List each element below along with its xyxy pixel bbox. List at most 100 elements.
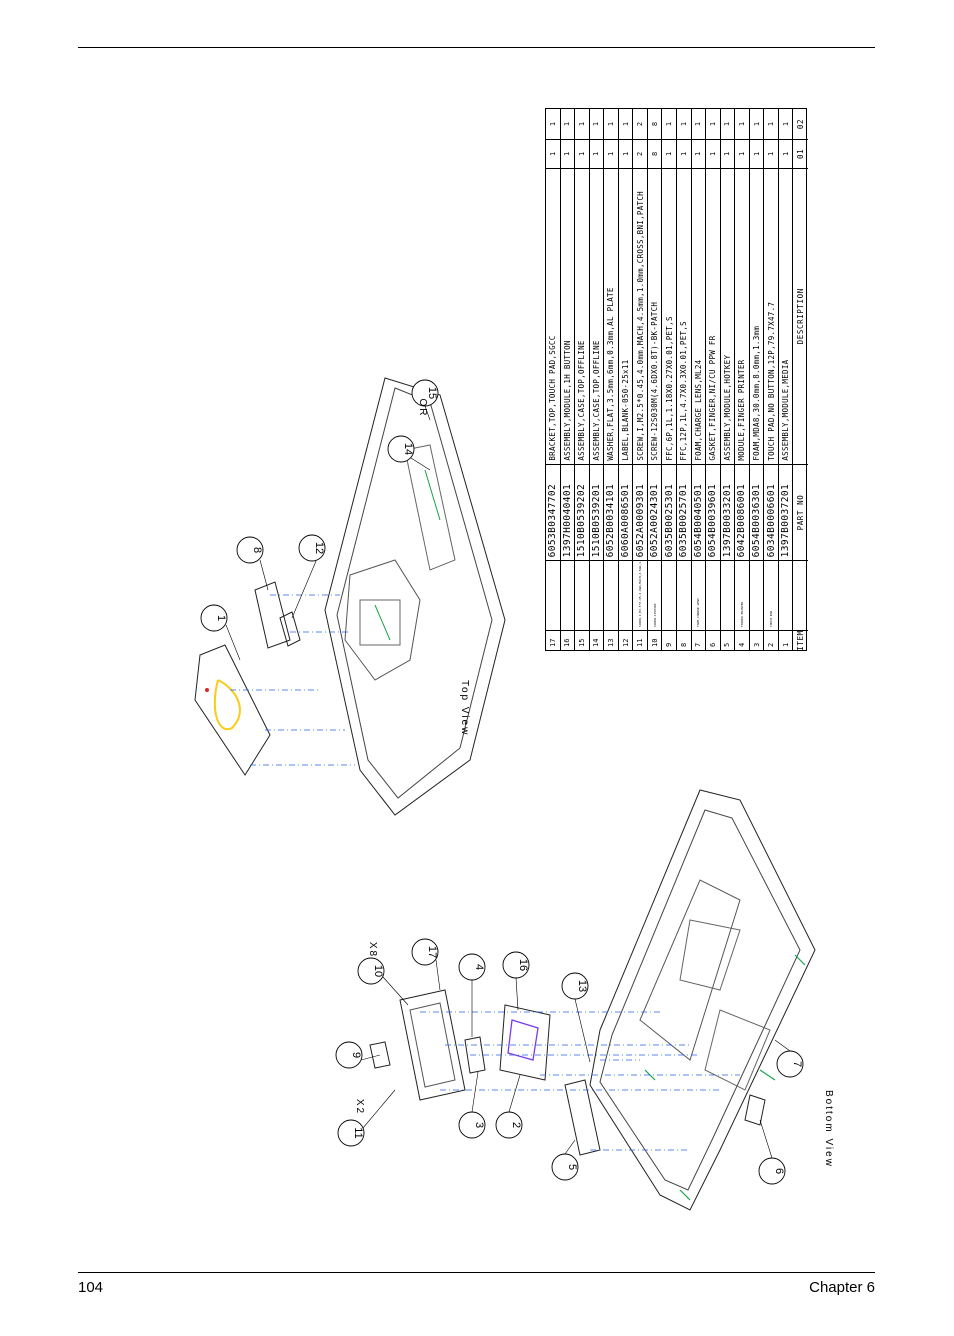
quantity-02: 1 bbox=[708, 121, 717, 127]
callout-6: 6 bbox=[773, 1168, 785, 1174]
part-description: ASSEMBLY,MODULE,1H BUTTON bbox=[560, 167, 575, 464]
quantity-01: 1 bbox=[546, 138, 560, 168]
part-description: TOUCH PAD,NO BUTTON,12P,79.7X47.7 bbox=[764, 167, 778, 464]
quantity-01: 1 bbox=[604, 138, 618, 168]
header-note bbox=[793, 560, 808, 631]
item-number: 2 bbox=[764, 630, 778, 650]
part-number: 1510B0539201 bbox=[589, 463, 604, 561]
header-q1: 01 bbox=[793, 138, 808, 168]
item-number: 16 bbox=[560, 630, 575, 650]
callout-2: 2 bbox=[510, 1122, 522, 1128]
quantity-02: 1 bbox=[548, 121, 557, 127]
callout-13: 13 bbox=[576, 980, 588, 992]
bottom-case-outline bbox=[589, 789, 816, 1211]
item-number: 11 bbox=[633, 630, 647, 650]
part-description: BRACKET,TOP,TOUCH PAD,SGCC bbox=[546, 167, 560, 464]
item-note bbox=[604, 560, 618, 631]
quantity-01: 8 bbox=[647, 138, 662, 168]
callout-7: 7 bbox=[791, 1061, 803, 1067]
x2-label: X2 bbox=[354, 1099, 365, 1115]
quantity-01: 1 bbox=[720, 138, 735, 168]
item-note bbox=[720, 560, 735, 631]
callout-17: 17 bbox=[426, 946, 438, 958]
part-description: FFC,6P,1L,1.18X0.27X0.01,PET,S bbox=[662, 167, 676, 464]
item-number: 4 bbox=[735, 630, 749, 650]
item-number: 13 bbox=[604, 630, 618, 650]
callout-12: 12 bbox=[313, 542, 325, 554]
item-note bbox=[749, 560, 764, 631]
quantity-01: 1 bbox=[677, 138, 691, 168]
part-description: ASSEMBLY,CASE,TOP,OFFLINE bbox=[589, 167, 604, 464]
callout-11: 11 bbox=[352, 1127, 364, 1138]
quantity-01: 1 bbox=[706, 138, 720, 168]
item-number: 14 bbox=[589, 630, 604, 650]
part-number: 6053B0347702 bbox=[546, 463, 560, 561]
quantity-02: 1 bbox=[694, 121, 703, 127]
quantity-01: 1 bbox=[735, 138, 749, 168]
top-view-label: Top View bbox=[459, 680, 470, 736]
item-number: 6 bbox=[706, 630, 720, 650]
part-number: 1397H0040401 bbox=[560, 463, 575, 561]
part-description: MODULE,FINGER PRINTER bbox=[735, 167, 749, 464]
touch-pad-cover bbox=[194, 644, 271, 776]
quantity-01: 1 bbox=[589, 138, 604, 168]
callout-4: 4 bbox=[473, 964, 485, 970]
hotkey-module-5 bbox=[564, 1079, 601, 1156]
or-label: OR bbox=[417, 399, 428, 418]
quantity-01: 1 bbox=[662, 138, 676, 168]
item-number: 3 bbox=[749, 630, 764, 650]
part-description: ASSEMBLY,CASE,TOP,OFFLINE bbox=[575, 167, 589, 464]
top-case-outline bbox=[324, 377, 506, 816]
item-number: 10 bbox=[647, 630, 662, 650]
part-description: FOAM,MDA8,30.0mm,8.0mm,1.3mm bbox=[749, 167, 764, 464]
x8-label: X8 bbox=[367, 942, 378, 958]
quantity-01: 1 bbox=[691, 138, 706, 168]
quantity-01: 1 bbox=[575, 138, 589, 168]
callout-8: 8 bbox=[251, 547, 263, 553]
part-number: 6035B0025701 bbox=[677, 463, 691, 561]
part-description: ASSEMBLY,MODULE,HOTKEY bbox=[720, 167, 735, 464]
part-number: 1397B0033201 bbox=[720, 463, 735, 561]
quantity-01: 1 bbox=[560, 138, 575, 168]
bottom-view-label: Bottom View bbox=[823, 1090, 834, 1168]
part-description: SCREW,I,M2.5*0.45,4.0mm,MACH,4.5mm,1.0mm… bbox=[633, 167, 647, 464]
part-number: 6035B0025301 bbox=[662, 463, 676, 561]
callout-15: 15 bbox=[426, 387, 438, 399]
item-number: 15 bbox=[575, 630, 589, 650]
part-number: 6054B0039601 bbox=[706, 463, 720, 561]
quantity-02: 1 bbox=[577, 121, 586, 127]
quantity-02: 1 bbox=[781, 121, 790, 127]
header-rule bbox=[78, 47, 875, 48]
item-note: SCREW,I,M2.5*0.45,4.0mm,MACH,4.5mm,1.0mm… bbox=[633, 560, 647, 631]
item-note bbox=[706, 560, 720, 631]
quantity-02: 1 bbox=[723, 121, 732, 127]
part-number: 6052B0034101 bbox=[604, 463, 618, 561]
callout-5: 5 bbox=[566, 1164, 578, 1170]
callout-3: 3 bbox=[473, 1122, 485, 1128]
callout-9: 9 bbox=[350, 1052, 362, 1058]
part-number: 6042B0086001 bbox=[735, 463, 749, 561]
callout-10: 10 bbox=[372, 965, 384, 977]
part-number: 6052A0009301 bbox=[633, 463, 647, 561]
part-description: ASSEMBLY,MODULE,MEDIA bbox=[778, 167, 793, 464]
item-note: TOUCH PAD bbox=[764, 560, 778, 631]
item-number: 7 bbox=[691, 630, 706, 650]
quantity-02: 1 bbox=[563, 121, 572, 127]
item-number: 9 bbox=[662, 630, 676, 650]
quantity-02: 8 bbox=[650, 121, 659, 127]
header-part-no: PART NO bbox=[793, 463, 808, 561]
chapter-label: Chapter 6 bbox=[809, 1279, 875, 1296]
